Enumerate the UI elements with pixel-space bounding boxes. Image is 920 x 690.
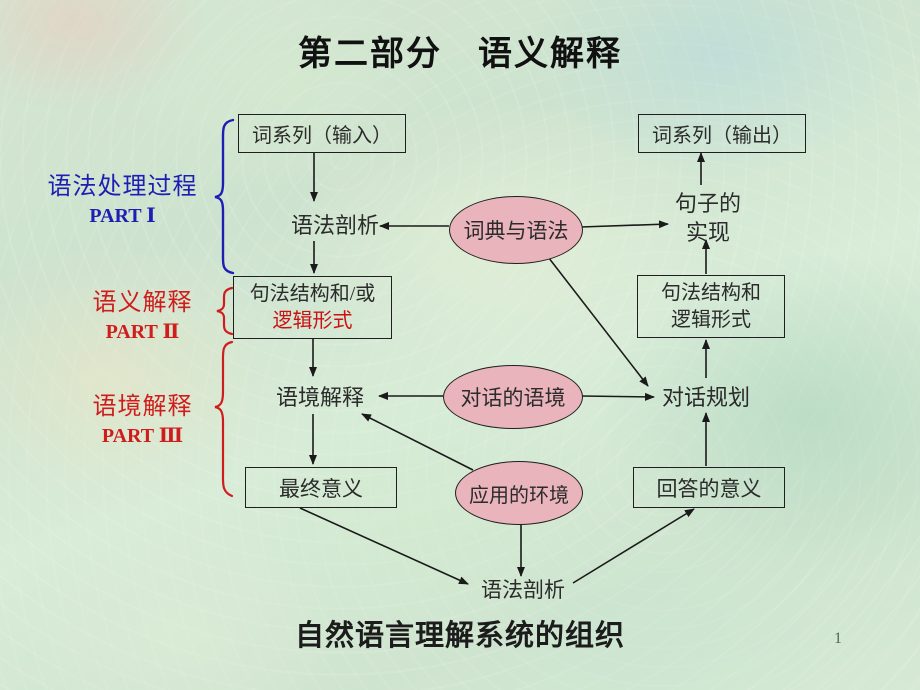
node-lexicon-grammar: 词典与语法 — [449, 196, 583, 264]
node-parse-top-label: 语法剖析 — [290, 213, 379, 238]
node-word-series-output: 词系列（输出） — [638, 114, 806, 153]
node-syntactic-structure-left: 句法结构和/或 逻辑形式 — [233, 276, 392, 339]
node-dialog-planning: 对话规划 — [650, 380, 762, 412]
node-syntactic-structure-left-line1: 句法结构和/或 — [249, 282, 376, 305]
group-label-part3-title: 语境解释 — [92, 394, 193, 420]
node-syntactic-structure-left-line2: 逻辑形式 — [272, 309, 353, 332]
brace-part3 — [214, 340, 234, 498]
arrow-app-env-to-context — [361, 413, 474, 471]
node-answer-meaning: 回答的意义 — [633, 467, 785, 508]
group-label-part2-sub: PART Ⅱ — [105, 321, 180, 343]
group-label-part1: 语法处理过程 PART Ⅰ — [25, 166, 220, 228]
node-dialog-context: 对话的语境 — [443, 365, 583, 429]
group-label-part3: 语境解释 PART Ⅲ — [60, 386, 225, 448]
node-sentence-realization: 句子的 实现 — [658, 188, 758, 248]
brace-part1 — [214, 118, 235, 275]
node-syntactic-structure-right-line2: 逻辑形式 — [671, 308, 751, 331]
arrow-parse-bottom-to-answer — [572, 508, 695, 584]
node-parse-bottom: 语法剖析 — [468, 574, 578, 604]
node-context-interpretation-label: 语境解释 — [275, 385, 364, 410]
arrow-lines — [299, 152, 710, 585]
group-label-part1-title: 语法处理过程 — [47, 174, 198, 200]
node-answer-meaning-label: 回答的意义 — [656, 476, 762, 501]
diagram-caption: 自然语言理解系统的组织 — [294, 620, 625, 652]
arrow-dialog-context-to-planning — [580, 392, 655, 401]
node-sentence-realization-line1: 句子的 — [674, 191, 741, 216]
arrow-lexicon-to-realization — [580, 220, 669, 229]
node-word-series-input: 词系列（输入） — [238, 114, 406, 153]
node-dialog-context-label: 对话的语境 — [460, 386, 566, 410]
brace-part2 — [216, 286, 234, 336]
node-syntactic-structure-right: 句法结构和 逻辑形式 — [637, 275, 785, 338]
node-lexicon-grammar-label: 词典与语法 — [463, 219, 569, 243]
node-word-series-output-label: 词系列（输出） — [652, 125, 792, 147]
node-parse-top: 语法剖析 — [276, 208, 394, 240]
node-syntactic-structure-right-line1: 句法结构和 — [661, 281, 761, 304]
group-label-part2: 语义解释 PART Ⅱ — [60, 282, 225, 344]
node-final-meaning: 最终意义 — [245, 467, 397, 508]
node-application-environment-label: 应用的环境 — [469, 484, 569, 507]
arrow-final-to-parse-bottom — [299, 507, 469, 585]
page-number: 1 — [834, 630, 842, 647]
page-title: 第二部分 语义解释 — [298, 36, 622, 73]
node-word-series-input-label: 词系列（输入） — [252, 125, 392, 147]
node-sentence-realization-line2: 实现 — [685, 220, 730, 245]
node-final-meaning-label: 最终意义 — [279, 476, 363, 501]
group-label-part2-title: 语义解释 — [92, 290, 193, 316]
group-label-part1-sub: PART Ⅰ — [89, 205, 156, 227]
group-label-part3-sub: PART Ⅲ — [101, 425, 184, 447]
node-context-interpretation: 语境解释 — [262, 380, 378, 412]
node-application-environment: 应用的环境 — [455, 461, 583, 525]
node-dialog-planning-label: 对话规划 — [661, 385, 750, 410]
arrow-lexicon-to-dialog-planning — [544, 252, 649, 387]
node-parse-bottom-label: 语法剖析 — [481, 578, 565, 602]
braces — [214, 118, 235, 498]
